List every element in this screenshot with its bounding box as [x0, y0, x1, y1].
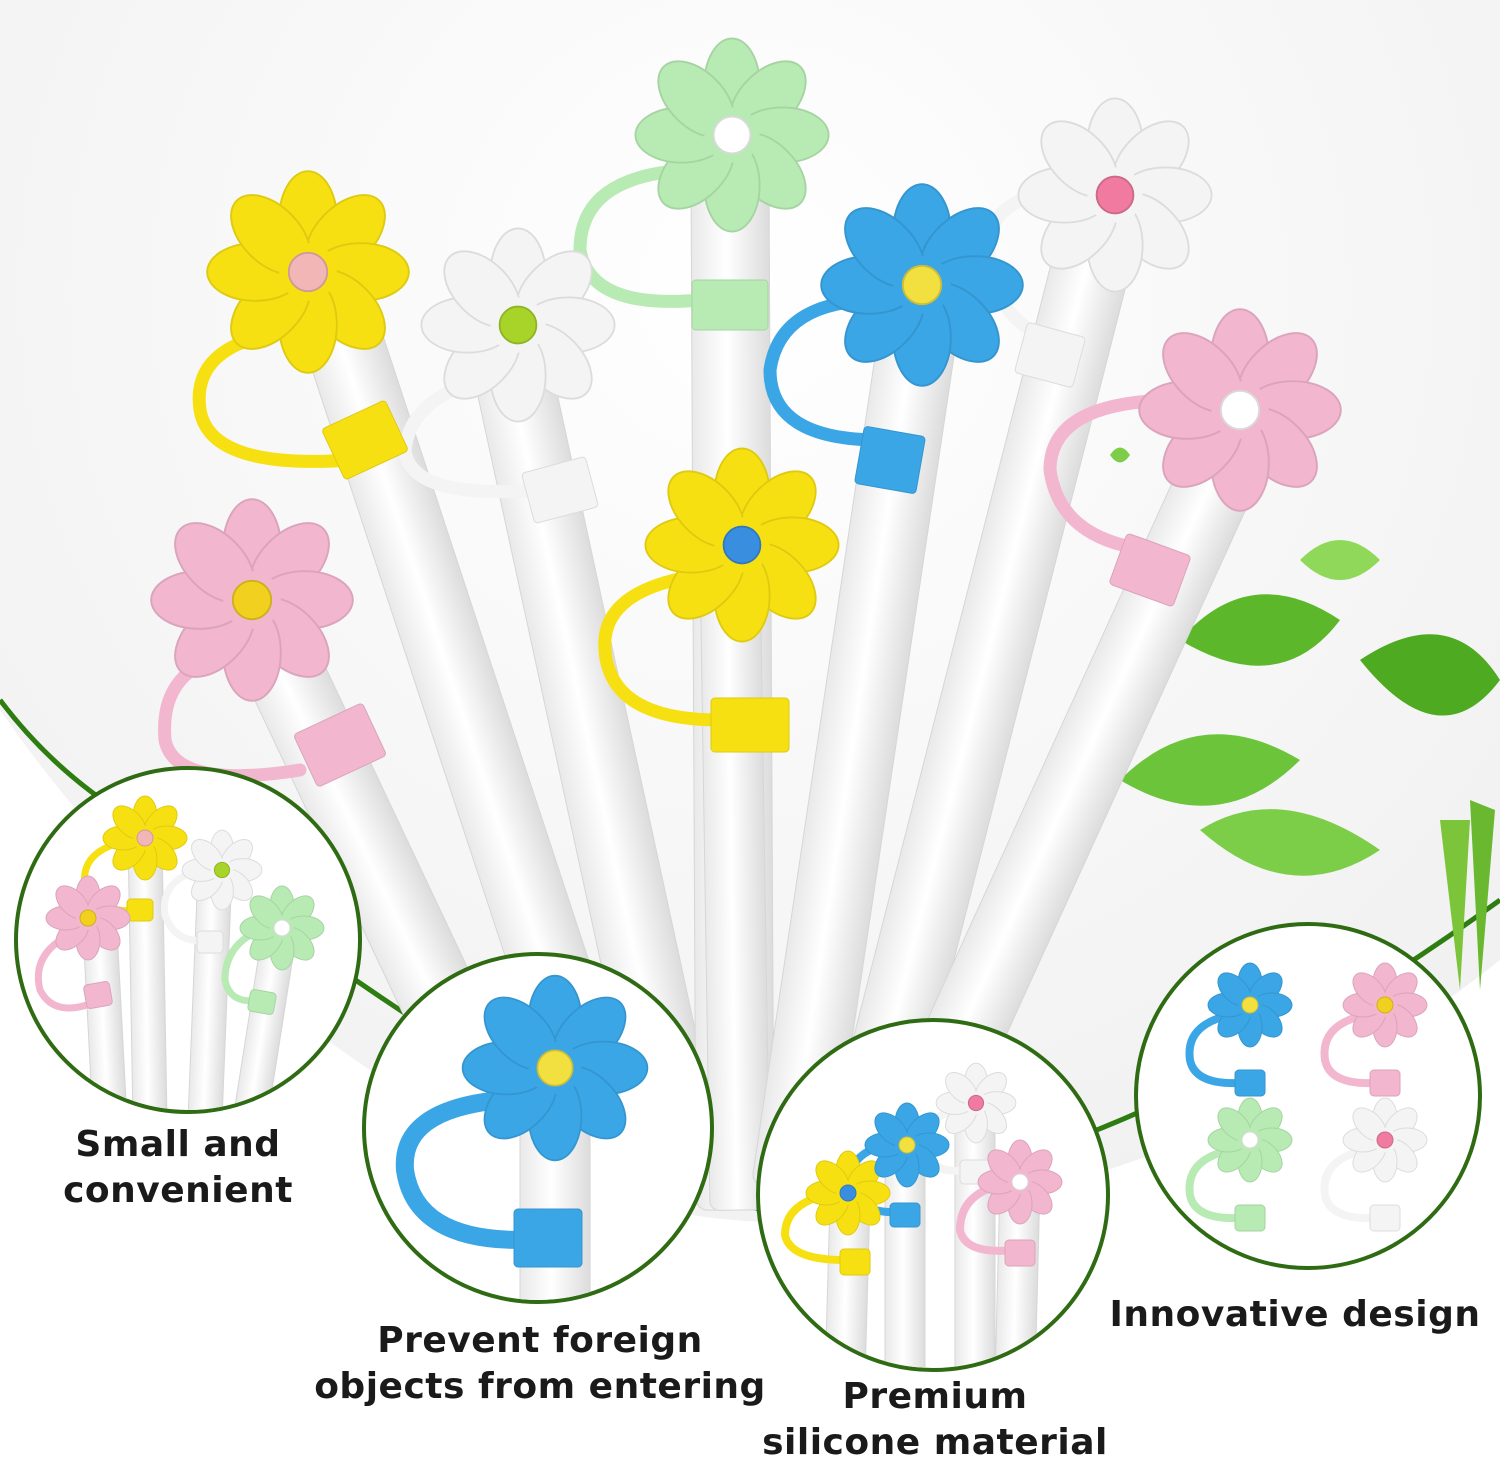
tether-loop — [573, 163, 707, 308]
straw-band — [1369, 1069, 1401, 1097]
caption-line: silicone material — [762, 1422, 1108, 1463]
blue-flower-topper — [461, 974, 649, 1162]
tether-loop — [221, 926, 264, 1005]
straw-band — [196, 930, 224, 954]
flower-topper — [45, 875, 131, 961]
straw-band — [1369, 1204, 1401, 1232]
caption-small-convenient: Small and convenient — [28, 1122, 328, 1214]
straw-band — [839, 1248, 871, 1276]
white-flower-topper — [1017, 97, 1213, 293]
yellow-flower-topper — [644, 447, 840, 643]
leaves-decoration — [1110, 447, 1500, 990]
straw-band — [513, 1208, 583, 1268]
tether-loop — [160, 866, 214, 945]
flower-topper — [1342, 1097, 1428, 1183]
tether-loop — [955, 1181, 1019, 1255]
flower-topper — [935, 1062, 1017, 1144]
caption-line: Prevent foreign — [377, 1320, 703, 1361]
straw-band — [710, 697, 790, 753]
straw-band — [1004, 1239, 1036, 1267]
tether-loop — [395, 1091, 529, 1249]
flower-topper — [239, 885, 325, 971]
tether-loop — [598, 568, 727, 727]
feature-circle-1 — [14, 766, 362, 1114]
straw-band — [854, 426, 926, 494]
flower-topper — [805, 1150, 891, 1236]
flower-topper — [864, 1102, 950, 1188]
feature-circle-2 — [362, 952, 714, 1304]
straw-band — [889, 1202, 921, 1228]
pink-flower-topper — [150, 498, 354, 702]
tether-loop — [763, 293, 887, 447]
straw-band — [691, 279, 769, 331]
caption-innovative-design: Innovative design — [1105, 1292, 1485, 1338]
yellow-flower-topper — [206, 170, 410, 374]
tether-loop — [1185, 1011, 1244, 1088]
straw-band — [83, 981, 113, 1009]
flower-topper — [181, 829, 263, 911]
tether-loop — [1320, 1146, 1379, 1223]
straw-band — [1109, 533, 1191, 607]
pink-flower-topper — [1138, 308, 1342, 512]
feature-circle-4 — [1134, 922, 1482, 1270]
straw-band — [1234, 1069, 1266, 1097]
straw-band — [1014, 322, 1086, 388]
main-straws — [150, 37, 1342, 1211]
tether-loop — [1185, 1146, 1244, 1223]
feature-circle-3 — [756, 1018, 1110, 1372]
straw-band — [322, 400, 408, 480]
caption-premium-silicone: Premium silicone material — [740, 1374, 1130, 1466]
flower-topper — [977, 1139, 1063, 1225]
caption-line: Small and — [75, 1124, 281, 1165]
caption-line: convenient — [63, 1170, 293, 1211]
tether-loop — [1043, 393, 1187, 557]
white-flower-topper — [420, 227, 616, 423]
straw-band — [521, 456, 599, 524]
caption-line: objects from entering — [314, 1366, 766, 1407]
straw — [127, 839, 168, 1110]
straw-band — [126, 898, 154, 922]
bottom-panel — [0, 710, 1500, 1463]
flower-topper — [1207, 962, 1293, 1048]
mint-flower-topper — [634, 37, 830, 233]
blue-flower-topper — [820, 183, 1024, 387]
caption-prevent-foreign: Prevent foreign objects from entering — [300, 1318, 780, 1410]
flower-topper — [102, 795, 188, 881]
straw-band — [1234, 1204, 1266, 1232]
flower-topper — [1207, 1097, 1293, 1183]
straw-band — [294, 703, 386, 787]
tether-loop — [780, 1191, 849, 1264]
caption-line: Innovative design — [1109, 1294, 1481, 1335]
straw-band — [247, 989, 277, 1015]
flower-topper — [1342, 962, 1428, 1048]
tether-loop — [1320, 1011, 1379, 1088]
caption-line: Premium — [842, 1376, 1028, 1417]
